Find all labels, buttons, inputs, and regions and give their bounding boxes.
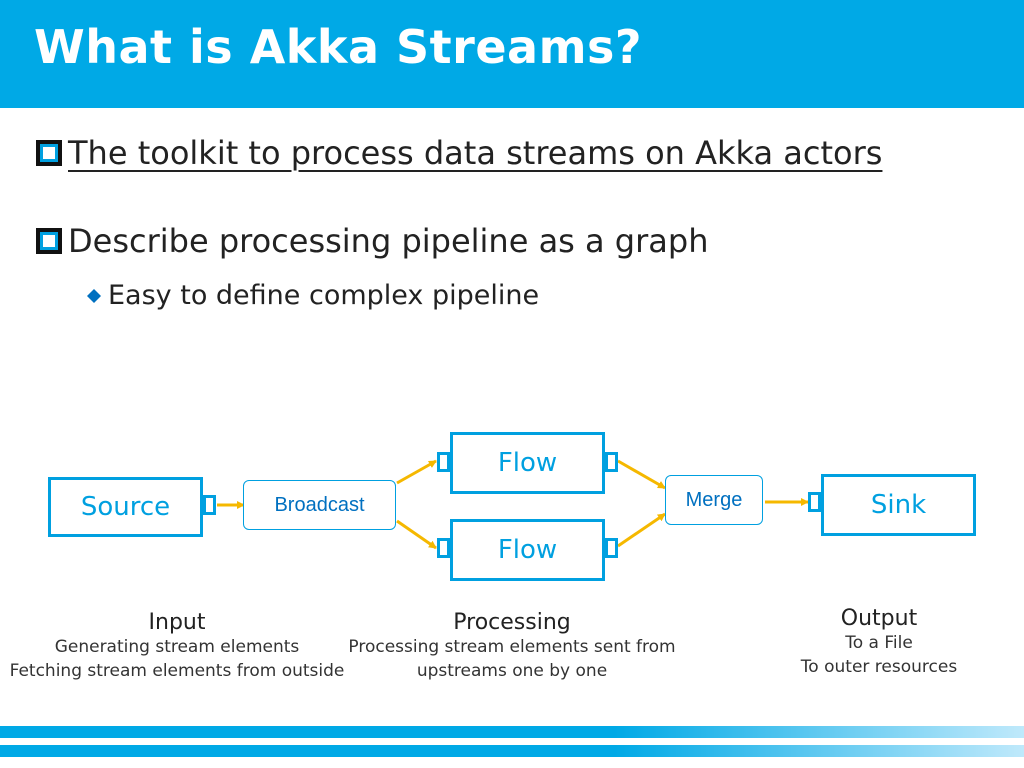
footer-band-bottom xyxy=(0,745,1024,757)
slide-title: What is Akka Streams? xyxy=(34,20,643,74)
flow-bottom-box: Flow xyxy=(450,519,605,581)
sink-label: Sink xyxy=(870,490,927,520)
input-line-2: Fetching stream elements from outside xyxy=(9,661,345,681)
diamond-bullet-icon xyxy=(87,288,101,303)
output-heading: Output xyxy=(840,606,918,631)
arrow-flow-top-merge xyxy=(617,459,666,490)
output-line-1: To a File xyxy=(845,633,913,653)
sub-bullet: Easy to define complex pipeline xyxy=(86,280,539,311)
input-line-1: Generating stream elements xyxy=(54,637,300,657)
flow-bottom-in-port xyxy=(437,538,450,558)
broadcast-label: Broadcast xyxy=(274,493,365,516)
square-bullet-icon xyxy=(36,228,62,254)
bullet-2: Describe processing pipeline as a graph xyxy=(36,222,708,260)
arrow-broadcast-flow-top xyxy=(396,459,437,485)
processing-line-2: upstreams one by one xyxy=(416,661,608,681)
flow-top-label: Flow xyxy=(497,448,558,478)
output-line-2: To outer resources xyxy=(800,657,958,677)
header-bar: What is Akka Streams? xyxy=(0,0,1024,108)
merge-label: Merge xyxy=(685,488,743,511)
flow-top-in-port xyxy=(437,452,450,472)
input-caption: Input Generating stream elements Fetchin… xyxy=(0,610,354,683)
bullet-1: The toolkit to process data streams on A… xyxy=(36,134,882,172)
processing-line-1: Processing stream elements sent from xyxy=(348,637,676,657)
flow-bottom-label: Flow xyxy=(497,535,558,565)
output-caption: Output To a File To outer resources xyxy=(780,606,978,679)
processing-heading: Processing xyxy=(453,610,571,635)
flow-bottom-out-port xyxy=(605,538,618,558)
sink-box: Sink xyxy=(821,474,976,536)
arrow-broadcast-flow-bottom xyxy=(396,519,437,550)
processing-caption: Processing Processing stream elements se… xyxy=(340,610,684,683)
footer-band-top xyxy=(0,726,1024,738)
sub-bullet-text: Easy to define complex pipeline xyxy=(108,280,540,311)
bullet-2-text: Describe processing pipeline as a graph xyxy=(68,222,709,260)
merge-box: Merge xyxy=(665,475,763,525)
input-heading: Input xyxy=(148,610,206,635)
flow-top-out-port xyxy=(605,452,618,472)
source-label: Source xyxy=(80,492,171,522)
arrow-flow-bottom-merge xyxy=(617,512,666,548)
bullet-1-text: The toolkit to process data streams on A… xyxy=(68,134,883,172)
flow-top-box: Flow xyxy=(450,432,605,494)
broadcast-box: Broadcast xyxy=(243,480,396,530)
source-box: Source xyxy=(48,477,203,537)
square-bullet-icon xyxy=(36,140,62,166)
sink-in-port xyxy=(808,492,821,512)
source-out-port xyxy=(203,495,216,515)
